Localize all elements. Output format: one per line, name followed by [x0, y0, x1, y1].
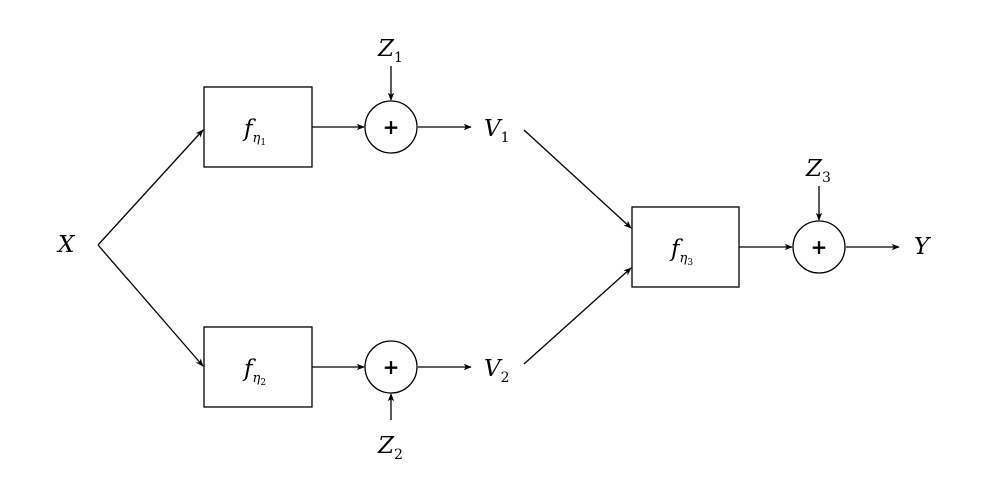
intermediate-v1-label: V1 [484, 116, 510, 146]
svg-text:fη2: fη2 [242, 356, 266, 388]
block-f-eta-3: fη3 [631, 206, 740, 288]
edge-x-to-f1 [97, 129, 204, 246]
block-f3-param: η [680, 251, 688, 266]
output-y-label: Y [914, 234, 932, 260]
adder-2-symbol: + [383, 355, 400, 379]
input-x-label: X [56, 232, 76, 258]
noise-z2-label: Z2 [377, 433, 403, 463]
adder-3-symbol: + [811, 235, 828, 259]
adder-3: + [792, 220, 846, 274]
block-f1-param-index: 1 [260, 138, 266, 148]
block-f1-param: η [253, 131, 261, 146]
svg-text:fη3: fη3 [669, 236, 693, 268]
block-f-eta-2: fη2 [203, 326, 313, 408]
adder-1: + [364, 100, 418, 154]
block-f2-func: f [242, 356, 256, 382]
block-f2-param: η [253, 371, 261, 386]
edge-x-to-f2 [97, 244, 204, 367]
block-f3-func: f [669, 236, 683, 262]
intermediate-v2-label: V2 [484, 356, 510, 386]
edge-v2-to-f3 [523, 267, 632, 365]
noise-z3-label: Z3 [805, 156, 831, 186]
noise-z1-label: Z1 [377, 36, 403, 66]
block-f1-func: f [242, 116, 256, 142]
edge-v1-to-f3 [523, 129, 632, 229]
block-f2-param-index: 2 [260, 378, 266, 388]
adder-2: + [364, 340, 418, 394]
block-f-eta-1: fη1 [203, 86, 313, 168]
block-f3-param-index: 3 [687, 258, 693, 268]
svg-text:fη1: fη1 [242, 116, 266, 148]
adder-1-symbol: + [383, 115, 400, 139]
